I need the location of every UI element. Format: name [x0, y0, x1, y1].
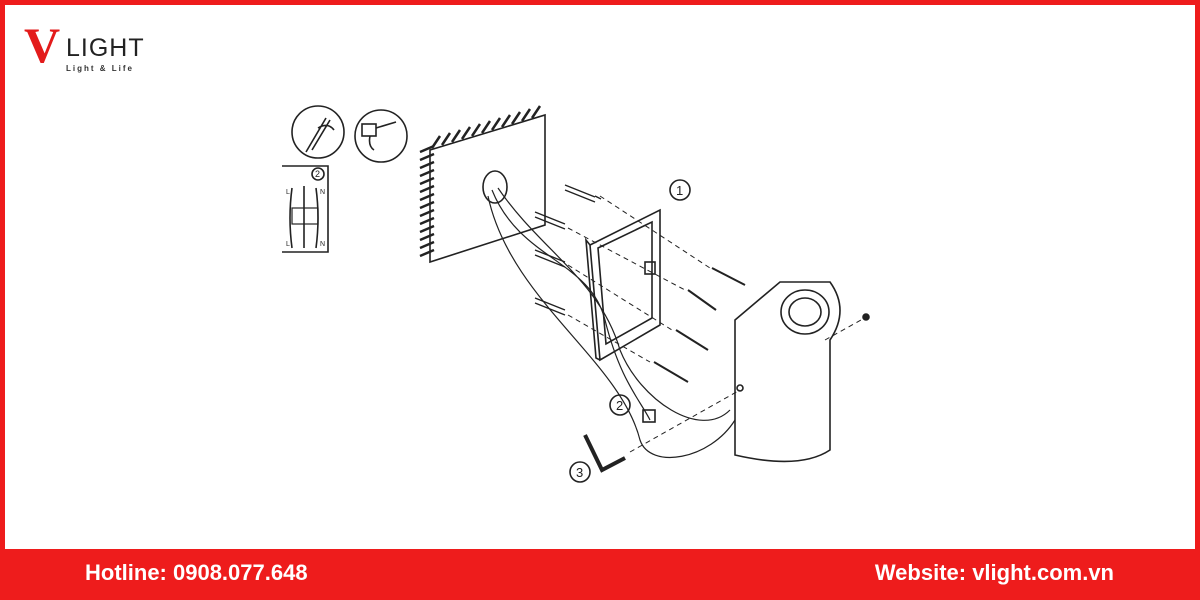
- drill-icon: [354, 109, 408, 163]
- footer-bar: Hotline: 0908.077.648 Website: vlight.co…: [0, 549, 1200, 600]
- step-label: 2: [616, 398, 623, 413]
- vlight-logo: V LIGHT Light & Life: [24, 17, 154, 74]
- step-labels: 1 2 3: [569, 179, 691, 483]
- terminal-label: L: [286, 241, 290, 248]
- wall-anchors: [534, 184, 602, 316]
- step-label: 1: [676, 183, 683, 198]
- mounting-bracket: [584, 208, 661, 362]
- terminal-label: N: [320, 189, 325, 196]
- logo-name: LIGHT: [66, 34, 145, 62]
- wires: [487, 187, 736, 458]
- screwdriver-icon: [291, 105, 345, 159]
- wiring-inset: 2 L N L N: [282, 165, 329, 253]
- guide-lines: [567, 195, 871, 453]
- website-text: Website: vlight.com.vn: [874, 560, 1114, 585]
- logo-tagline: Light & Life: [66, 64, 134, 73]
- logo-mark: V: [24, 17, 61, 73]
- screws: [653, 267, 746, 383]
- step-label: 3: [576, 465, 583, 480]
- wall-lamp: [734, 281, 870, 463]
- hex-key-icon: [583, 434, 626, 473]
- hotline-text: Hotline: 0908.077.648: [85, 560, 308, 585]
- terminal-connector: [642, 409, 656, 423]
- terminal-label: N: [320, 241, 325, 248]
- terminal-label: L: [286, 189, 290, 196]
- wall-block: [419, 105, 546, 264]
- inset-step-label: 2: [315, 169, 320, 179]
